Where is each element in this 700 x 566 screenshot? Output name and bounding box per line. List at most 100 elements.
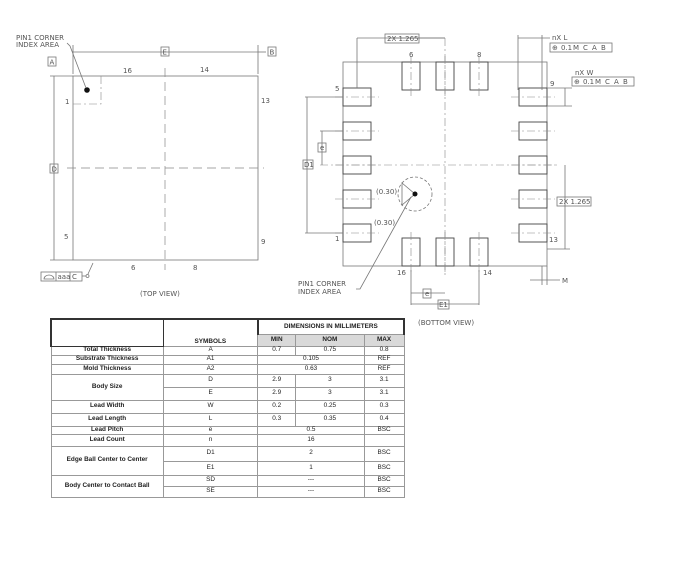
row-symbol: A1 bbox=[162, 354, 259, 365]
row-symbol: A2 bbox=[162, 363, 259, 375]
flatness-icon bbox=[43, 274, 55, 280]
fcf-value-w: 0.1 bbox=[583, 78, 594, 86]
fcf-datum-b: B bbox=[601, 44, 606, 52]
flatness-control-frame: aaa C bbox=[40, 262, 94, 282]
fcf-datum-c: C bbox=[583, 44, 588, 52]
row-label: Mold Thickness bbox=[50, 363, 164, 375]
pin1-dot bbox=[84, 87, 90, 93]
top-view-caption: (TOP VIEW) bbox=[140, 290, 180, 298]
row-symbol: SE bbox=[162, 485, 259, 498]
pin-label-6: 6 bbox=[131, 264, 136, 272]
row-symbol: E bbox=[162, 386, 259, 401]
row-label: Lead Count bbox=[50, 433, 164, 447]
fcf-datum-a-w: A bbox=[614, 78, 619, 86]
max-value: REF bbox=[363, 354, 405, 365]
nx-w-label: nX W bbox=[575, 69, 593, 77]
row-symbol: D bbox=[162, 373, 259, 388]
dim-e-vertical: e bbox=[320, 144, 324, 152]
min-header: MIN bbox=[257, 333, 297, 347]
max-value: BSC bbox=[363, 460, 405, 476]
fcf-modifier-w: M bbox=[595, 78, 601, 86]
pin-label-16: 16 bbox=[123, 67, 132, 75]
max-header: MAX bbox=[363, 333, 405, 347]
nom-value: 0.75 bbox=[295, 345, 365, 356]
max-value: 3.1 bbox=[363, 373, 405, 388]
pin-label-1: 1 bbox=[65, 98, 69, 106]
max-value: 3.1 bbox=[363, 386, 405, 401]
pin1-note-bottom-2: INDEX AREA bbox=[298, 288, 341, 296]
pin-label-5: 5 bbox=[64, 233, 68, 241]
nom-value: 16 bbox=[257, 433, 365, 447]
pin-label-8: 8 bbox=[193, 264, 197, 272]
symbols-header: SYMBOLS bbox=[162, 318, 259, 347]
min-value: 2.9 bbox=[257, 386, 297, 401]
max-value: REF bbox=[363, 363, 405, 375]
pin-label-14: 14 bbox=[200, 66, 209, 74]
nom-value: 0.25 bbox=[295, 399, 365, 414]
nom-value: 2 bbox=[257, 445, 365, 462]
row-symbol: n bbox=[162, 433, 259, 447]
row-symbol: e bbox=[162, 425, 259, 435]
dim-right: 2X 1.265 bbox=[559, 198, 591, 206]
min-value: 0.2 bbox=[257, 399, 297, 414]
max-value: 0.4 bbox=[363, 412, 405, 427]
flatness-value: aaa bbox=[58, 273, 71, 281]
fcf-modifier: M bbox=[573, 44, 579, 52]
table-row: SE---BSC bbox=[51, 485, 405, 498]
position-icon: ⊕ bbox=[552, 44, 558, 52]
pin-b-14: 14 bbox=[483, 269, 492, 277]
dim-m: M bbox=[562, 277, 568, 285]
row-label: Lead Pitch bbox=[50, 425, 164, 435]
row-symbol: L bbox=[162, 412, 259, 427]
row-symbol: W bbox=[162, 399, 259, 414]
row-symbol: D1 bbox=[162, 445, 259, 462]
pin-b-13: 13 bbox=[549, 236, 558, 244]
row-symbol: A bbox=[162, 345, 259, 356]
datum-d: D bbox=[52, 166, 57, 174]
max-value: BSC bbox=[363, 445, 405, 462]
pin1-note-2: INDEX AREA bbox=[16, 41, 59, 49]
nx-l-label: nX L bbox=[552, 34, 567, 42]
nom-value: 3 bbox=[295, 373, 365, 388]
bottom-view-caption: (BOTTOM VIEW) bbox=[418, 319, 474, 327]
row-symbol: SD bbox=[162, 474, 259, 487]
nom-value: 3 bbox=[295, 386, 365, 401]
pin-b-8: 8 bbox=[477, 51, 481, 59]
pin-b-9: 9 bbox=[550, 80, 554, 88]
nom-header: NOM bbox=[295, 333, 365, 347]
flatness-datum: C bbox=[72, 273, 77, 281]
offset-label-2: (0.30) bbox=[374, 219, 395, 227]
row-label: Body Size bbox=[50, 373, 164, 401]
row-label: Lead Width bbox=[50, 399, 164, 414]
position-icon: ⊕ bbox=[574, 78, 580, 86]
max-value: 0.3 bbox=[363, 399, 405, 414]
nom-value: 0.105 bbox=[257, 354, 365, 365]
max-value: BSC bbox=[363, 425, 405, 435]
nom-value: --- bbox=[257, 485, 365, 498]
row-label: Total Thickness bbox=[50, 345, 164, 356]
nom-value: 0.63 bbox=[257, 363, 365, 375]
pin1-note-1: PIN1 CORNER bbox=[16, 34, 64, 42]
max-value: BSC bbox=[363, 485, 405, 498]
position-tolerance-frame-l: ⊕ 0.1 M C A B bbox=[549, 42, 613, 53]
max-value bbox=[363, 433, 405, 447]
nom-value: 1 bbox=[257, 460, 365, 476]
datum-b: B bbox=[270, 49, 275, 57]
fcf-datum-a: A bbox=[592, 44, 597, 52]
pin1-note-bottom-1: PIN1 CORNER bbox=[298, 280, 346, 288]
pin-label-13: 13 bbox=[261, 97, 270, 105]
datum-a: A bbox=[50, 59, 55, 67]
bottom-view: PIN1 CORNER INDEX AREA (0.30) (0.30) 2X … bbox=[298, 33, 635, 327]
pin-b-6: 6 bbox=[409, 51, 414, 59]
dim-top: 2X 1.265 bbox=[387, 35, 419, 43]
